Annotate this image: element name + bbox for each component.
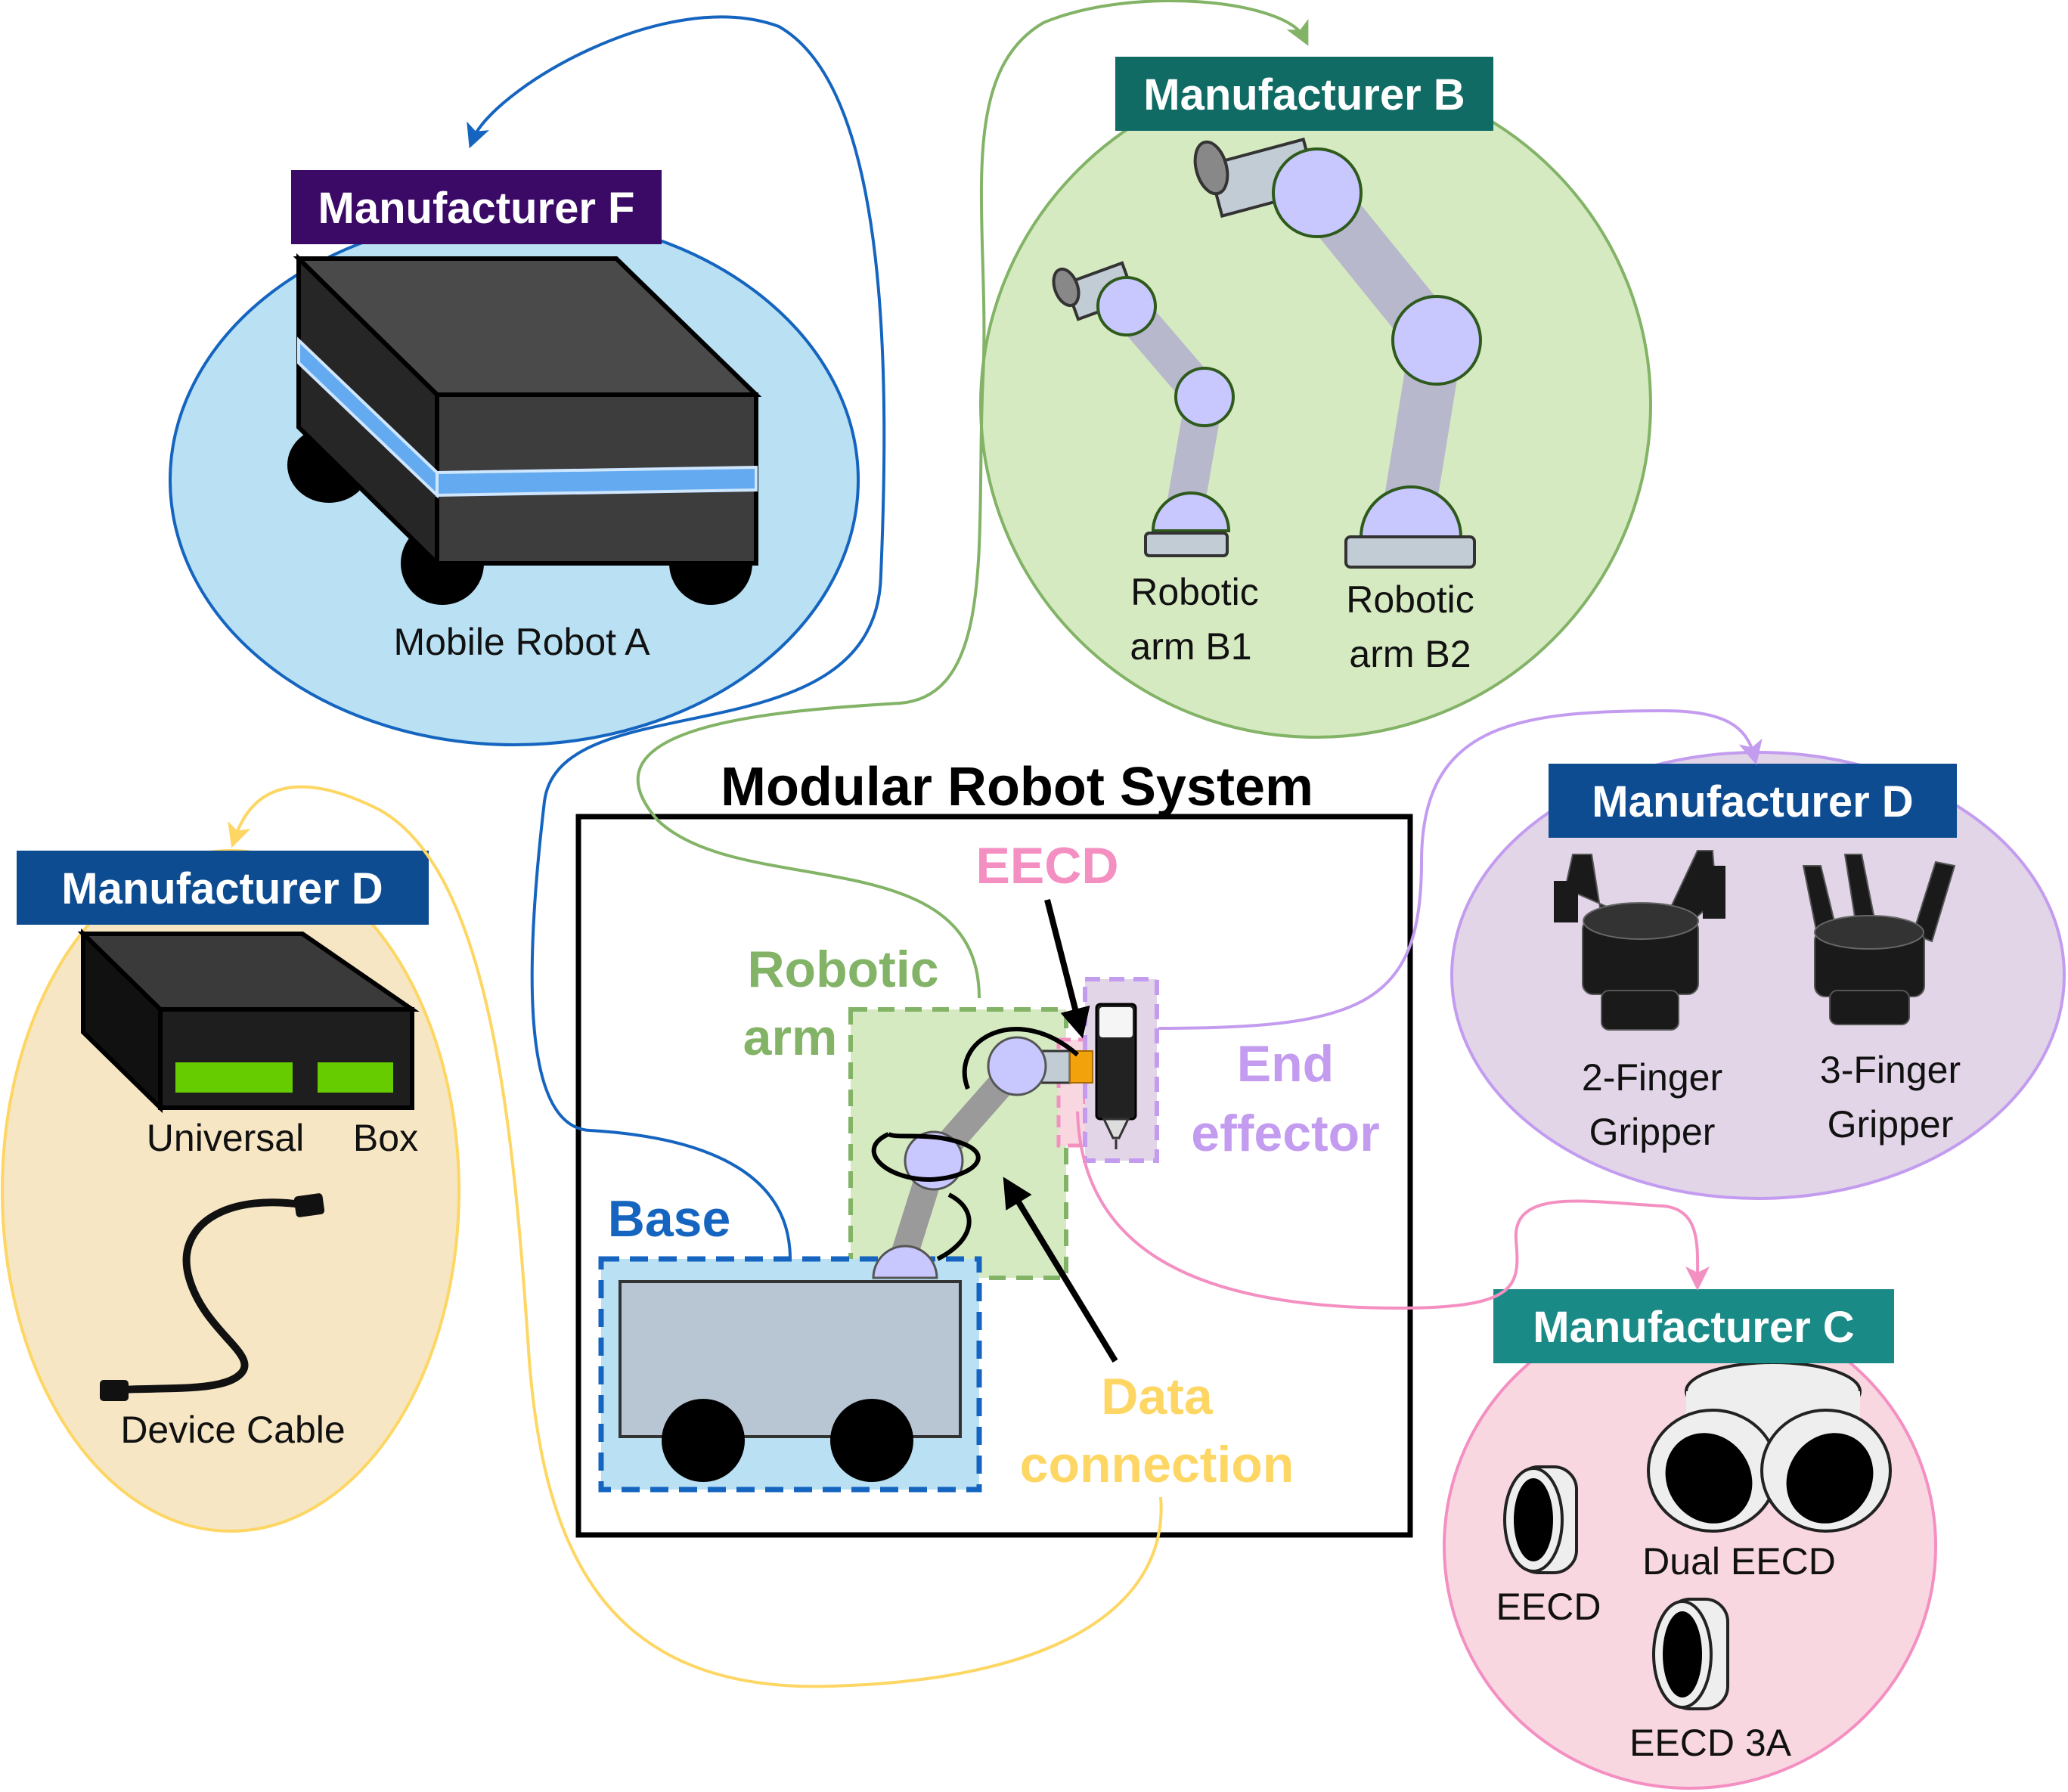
eecd-role-label: EECD	[976, 837, 1119, 894]
mobile-robot-a-label: Mobile Robot A	[393, 621, 650, 663]
arm-b2-label-line1: Robotic	[1346, 578, 1474, 621]
manufacturer-f-tag: Manufacturer F	[318, 184, 635, 233]
connector-base-to-manufacturer-f	[467, 15, 886, 1260]
manufacturer-f-group: Mobile Robot A Manufacturer F	[169, 170, 860, 746]
mobile-robot-a-icon	[287, 253, 762, 605]
dual-eecd-icon	[1647, 1361, 1892, 1533]
manufacturer-c-tag: Manufacturer C	[1533, 1303, 1854, 1352]
dual-eecd-label: Dual EECD	[1642, 1540, 1836, 1583]
device-cable-label: Device Cable	[120, 1409, 345, 1451]
manufacturer-b-tag-bg	[1115, 57, 1493, 131]
eecd-label: EECD	[1496, 1586, 1601, 1628]
eecd-icon	[1503, 1465, 1578, 1574]
connector-eecd-to-manufacturer-c	[1076, 1111, 1710, 1310]
manufacturer-c-group: Dual EECD EECD EECD 3A Manufacturer C	[1443, 1289, 1937, 1790]
manufacturer-f-tag-bg	[291, 170, 662, 244]
data-connection-label-line2: connection	[1020, 1436, 1294, 1493]
base-label: Base	[608, 1190, 731, 1248]
robotic-arm-label-line1: Robotic	[747, 941, 938, 998]
gripper-3-label-line1: 3-Finger	[1820, 1049, 1961, 1091]
manufacturer-d-grippers-tag-bg	[1549, 764, 1957, 838]
gripper-2-label-line2: Gripper	[1589, 1111, 1716, 1153]
end-effector-label-line2: effector	[1191, 1105, 1379, 1162]
arm-b1-label-line2: arm B1	[1130, 625, 1251, 668]
gripper-3-label-line2: Gripper	[1828, 1103, 1954, 1146]
eecd-3a-label: EECD 3A	[1629, 1722, 1792, 1764]
universal-box-icon	[77, 928, 420, 1114]
manufacturer-b-group: Robotic arm B1 Robotic arm B2 Manufactur…	[979, 57, 1652, 739]
eecd-3a-icon	[1652, 1598, 1729, 1710]
box-label: Box	[353, 1117, 418, 1159]
manufacturer-d-grippers-tag: Manufacturer D	[1592, 777, 1913, 826]
data-cable-mid	[871, 1132, 981, 1183]
robotic-arm-label-line2: arm	[743, 1009, 838, 1066]
system-title: Modular Robot System	[721, 757, 1313, 817]
connector-data-to-manufacturer-d	[228, 785, 1163, 1688]
device-cable-icon	[100, 1193, 325, 1401]
arm-b2-label-line2: arm B2	[1349, 633, 1471, 675]
data-cable-lower	[936, 1192, 972, 1261]
manufacturer-d-grippers-group: 2-Finger Gripper 3-Finger Gripper Manufa…	[1450, 751, 2066, 1200]
gripper-2-label-line1: 2-Finger	[1582, 1056, 1722, 1099]
modular-robot-system: Modular Robot System	[575, 757, 1413, 1538]
robotic-arm-b1-icon	[1052, 261, 1235, 557]
two-finger-gripper-icon	[1554, 850, 1725, 1031]
connector-end-effector-to-manufacturer-d	[1158, 708, 1763, 1030]
manufacturer-b-tag: Manufacturer B	[1143, 70, 1465, 119]
connector-arm-to-manufacturer-b	[636, 0, 1309, 999]
base-vehicle-icon	[619, 1280, 962, 1482]
end-effector-label-line1: End	[1237, 1035, 1334, 1093]
system-frame	[575, 814, 1413, 1538]
manufacturer-d-box-tag-bg	[17, 851, 429, 925]
data-connection-label-line1: Data	[1101, 1368, 1214, 1425]
manufacturer-c-tag-bg	[1493, 1289, 1894, 1363]
robotic-arm-b2-icon	[1193, 137, 1482, 569]
manufacturer-d-box-tag: Manufacturer D	[61, 864, 383, 913]
universal-label: Universal	[147, 1117, 304, 1159]
data-connection-pointer-arrow	[1003, 1177, 1118, 1363]
data-cable-upper	[962, 1027, 1079, 1090]
manufacturer-d-box-group: Universal Box Device Cable Manufacturer …	[1, 849, 460, 1533]
eecd-pointer-arrow	[1044, 899, 1090, 1039]
arm-b1-label-line1: Robotic	[1130, 571, 1259, 613]
system-robotic-arm-icon	[872, 1003, 1137, 1279]
three-finger-gripper-icon	[1802, 854, 1956, 1025]
